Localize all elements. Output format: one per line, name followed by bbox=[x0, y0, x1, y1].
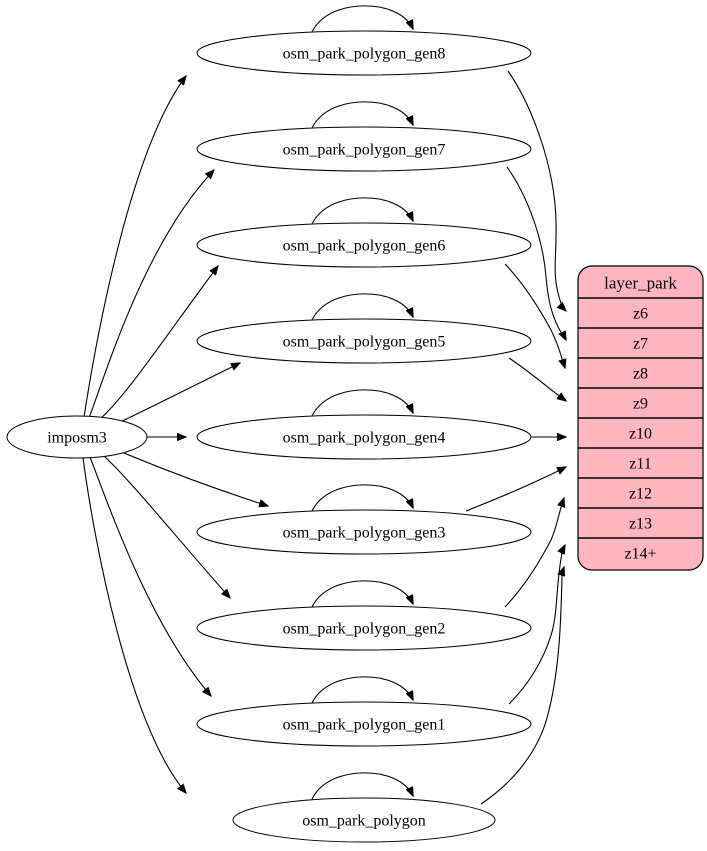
node-osm_park_polygon_gen5-ellipse[interactable] bbox=[196, 318, 532, 364]
node-imposm3-label: imposm3 bbox=[47, 430, 107, 447]
edge-gen1-to-z13 bbox=[508, 545, 565, 705]
self-loop-gen6 bbox=[311, 197, 413, 225]
edge-imposm3-to-gen1 bbox=[89, 456, 211, 696]
edge-imposm3-to-gen7 bbox=[88, 170, 214, 419]
self-loop-gen8 bbox=[311, 5, 413, 33]
node-osm_park_polygon_gen1-ellipse[interactable] bbox=[196, 701, 532, 747]
table-row-z8[interactable]: z8 bbox=[633, 366, 648, 383]
edges-self-loops bbox=[311, 5, 413, 800]
node-osm_park_polygon-ellipse[interactable] bbox=[232, 797, 496, 843]
node-imposm3[interactable]: imposm3 bbox=[6, 415, 148, 459]
table-row-z11[interactable]: z11 bbox=[629, 456, 652, 473]
self-loop-gen2 bbox=[311, 580, 413, 608]
node-osm_park_polygon_gen8-label: osm_park_polygon_gen8 bbox=[283, 46, 446, 63]
table-row-z14plus[interactable]: z14+ bbox=[624, 546, 656, 563]
self-loop-gen4 bbox=[311, 389, 413, 417]
self-loop-gen1 bbox=[311, 676, 413, 704]
node-osm_park_polygon_gen6-label: osm_park_polygon_gen6 bbox=[283, 238, 446, 255]
edges-nodes-to-table bbox=[465, 70, 566, 805]
node-osm_park_polygon_gen7-label: osm_park_polygon_gen7 bbox=[283, 142, 446, 159]
node-osm_park_polygon_gen4-ellipse[interactable] bbox=[196, 414, 532, 460]
node-osm_park_polygon[interactable]: osm_park_polygon bbox=[232, 797, 496, 843]
edge-imposm3-to-gen2 bbox=[102, 454, 230, 598]
table-row-z10[interactable]: z10 bbox=[629, 426, 652, 443]
node-osm_park_polygon-label: osm_park_polygon bbox=[302, 813, 426, 830]
node-osm_park_polygon_gen3-label: osm_park_polygon_gen3 bbox=[283, 525, 446, 542]
table-row-z13[interactable]: z13 bbox=[629, 516, 652, 533]
table-rows-group: layer_park z6 z7 z8 z9 z10 z11 z12 z13 z14+ bbox=[578, 274, 703, 563]
self-loop-gen7 bbox=[311, 101, 413, 129]
table-row-z6[interactable]: z6 bbox=[633, 306, 648, 323]
node-osm_park_polygon_gen1-label: osm_park_polygon_gen1 bbox=[283, 717, 446, 734]
node-osm_park_polygon_gen2-label: osm_park_polygon_gen2 bbox=[283, 621, 446, 638]
self-loop-gen3 bbox=[311, 484, 413, 512]
edge-imposm3-to-gen6 bbox=[99, 266, 218, 420]
edge-imposm3-to-gen3 bbox=[123, 452, 268, 506]
node-osm_park_polygon_gen3[interactable]: osm_park_polygon_gen3 bbox=[196, 509, 532, 555]
edges-source-to-nodes bbox=[82, 76, 268, 793]
self-loop-osm_park_polygon bbox=[311, 772, 413, 800]
self-loop-gen5 bbox=[311, 293, 413, 321]
edge-imposm3-to-gen8 bbox=[83, 76, 186, 418]
node-osm_park_polygon_gen2[interactable]: osm_park_polygon_gen2 bbox=[196, 605, 532, 651]
table-layer-park[interactable]: layer_park z6 z7 z8 z9 z10 z11 z12 z13 z14+ bbox=[577, 265, 704, 571]
edge-osm_park_polygon-to-z14 bbox=[480, 567, 564, 805]
edge-gen6-to-z8 bbox=[504, 263, 565, 368]
node-osm_park_polygon_gen6-ellipse[interactable] bbox=[196, 222, 532, 268]
edge-gen5-to-z9 bbox=[508, 357, 566, 401]
node-osm_park_polygon_gen3-ellipse[interactable] bbox=[196, 509, 532, 555]
table-row-z9[interactable]: z9 bbox=[633, 396, 648, 413]
edge-gen2-to-z12 bbox=[504, 498, 564, 608]
edge-gen3-to-z11 bbox=[465, 467, 566, 512]
edge-imposm3-to-gen5 bbox=[119, 363, 240, 423]
edge-imposm3-to-osm_park_polygon bbox=[82, 457, 186, 793]
nodes-group: osm_park_polygon_gen8 osm_park_polygon_ge… bbox=[196, 30, 532, 843]
node-osm_park_polygon_gen8-ellipse[interactable] bbox=[196, 30, 532, 76]
node-osm_park_polygon_gen5[interactable]: osm_park_polygon_gen5 bbox=[196, 318, 532, 364]
table-header-label: layer_park bbox=[604, 274, 677, 293]
node-osm_park_polygon_gen1[interactable]: osm_park_polygon_gen1 bbox=[196, 701, 532, 747]
node-osm_park_polygon_gen8[interactable]: osm_park_polygon_gen8 bbox=[196, 30, 532, 76]
edge-gen8-to-z6 bbox=[507, 70, 566, 311]
node-osm_park_polygon_gen5-label: osm_park_polygon_gen5 bbox=[283, 334, 446, 351]
edge-gen7-to-z7 bbox=[506, 166, 566, 340]
table-row-z7[interactable]: z7 bbox=[633, 336, 648, 353]
node-osm_park_polygon_gen7[interactable]: osm_park_polygon_gen7 bbox=[196, 126, 532, 172]
table-row-z12[interactable]: z12 bbox=[629, 486, 652, 503]
node-osm_park_polygon_gen2-ellipse[interactable] bbox=[196, 605, 532, 651]
node-osm_park_polygon_gen4-label: osm_park_polygon_gen4 bbox=[283, 430, 446, 447]
node-osm_park_polygon_gen6[interactable]: osm_park_polygon_gen6 bbox=[196, 222, 532, 268]
node-osm_park_polygon_gen4[interactable]: osm_park_polygon_gen4 bbox=[196, 414, 532, 460]
node-imposm3-ellipse[interactable] bbox=[6, 415, 148, 459]
node-osm_park_polygon_gen7-ellipse[interactable] bbox=[196, 126, 532, 172]
